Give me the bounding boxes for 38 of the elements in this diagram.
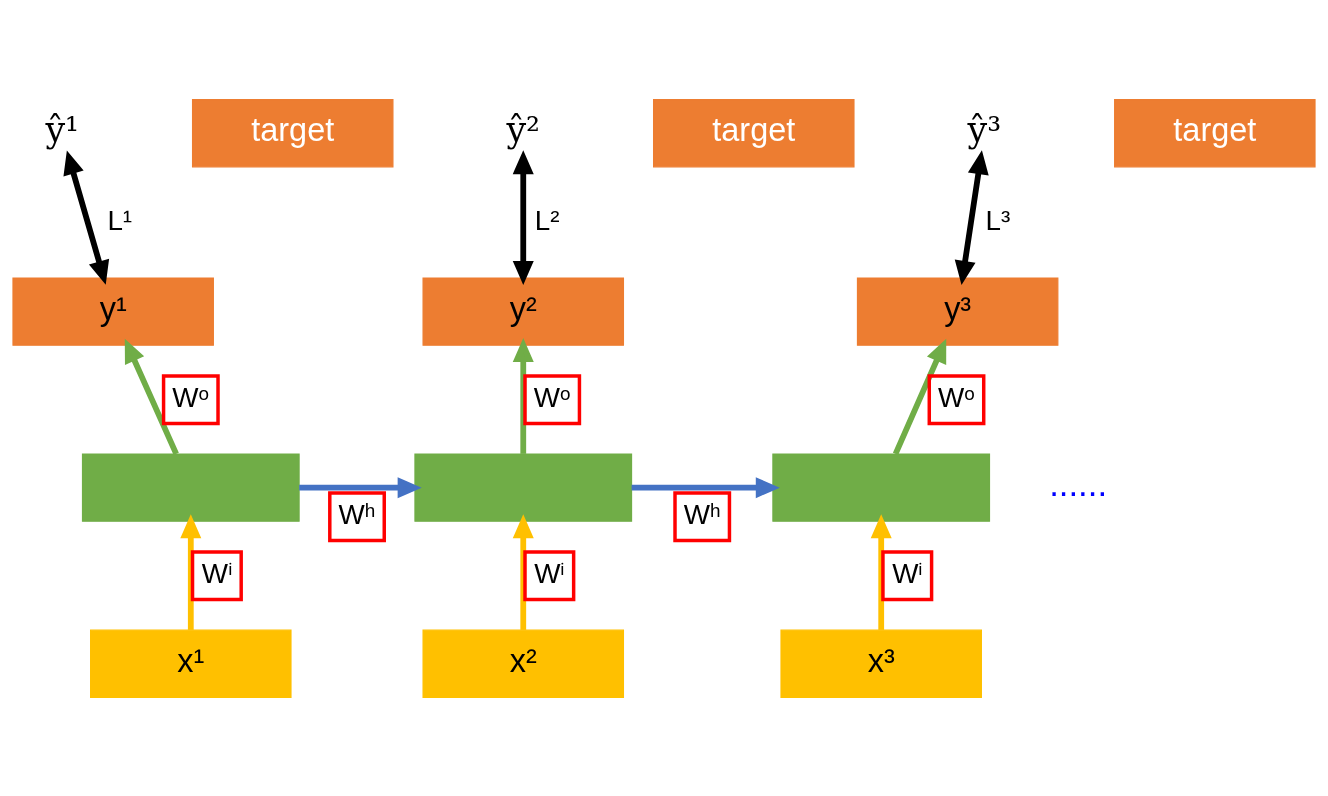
node-box <box>81 453 300 522</box>
arrow <box>299 476 422 498</box>
arrow <box>631 476 780 498</box>
node-box: y¹ <box>12 276 214 346</box>
edge-label: Wᵒ <box>533 381 571 413</box>
node-text: ŷ³ <box>967 109 1002 150</box>
node-text: ŷ² <box>506 109 541 150</box>
node-box: target <box>653 98 855 167</box>
edge-label: L² <box>534 204 560 236</box>
label: ...... <box>1049 464 1108 503</box>
node-text: ŷ¹ <box>45 109 79 150</box>
node-box: x² <box>422 629 625 698</box>
edge-label: Wʰ <box>338 498 376 530</box>
arrow <box>63 149 110 285</box>
arrow <box>870 513 892 630</box>
edge-label: L¹ <box>107 204 133 236</box>
edge-label: Wʰ <box>683 498 721 530</box>
arrow <box>892 338 947 455</box>
edge-label: L³ <box>985 204 1011 236</box>
arrow <box>512 337 534 454</box>
arrow <box>124 338 179 455</box>
edge-label: Wᵒ <box>172 381 209 413</box>
node-box: target <box>191 98 394 167</box>
node-box: x¹ <box>90 629 292 698</box>
arrow <box>512 149 534 285</box>
node-box <box>772 453 991 522</box>
edge-label: Wⁱ <box>892 557 924 589</box>
node-box: x³ <box>780 629 982 698</box>
node-box: y² <box>422 276 625 346</box>
arrow <box>512 513 534 630</box>
arrow <box>954 149 989 285</box>
node-box: target <box>1114 98 1316 167</box>
edge-label: Wⁱ <box>534 557 566 589</box>
node-box <box>414 453 633 522</box>
edge-label: Wᵒ <box>937 381 975 413</box>
arrow <box>180 513 202 630</box>
edge-label: Wⁱ <box>201 557 234 589</box>
node-box: y³ <box>856 276 1059 346</box>
